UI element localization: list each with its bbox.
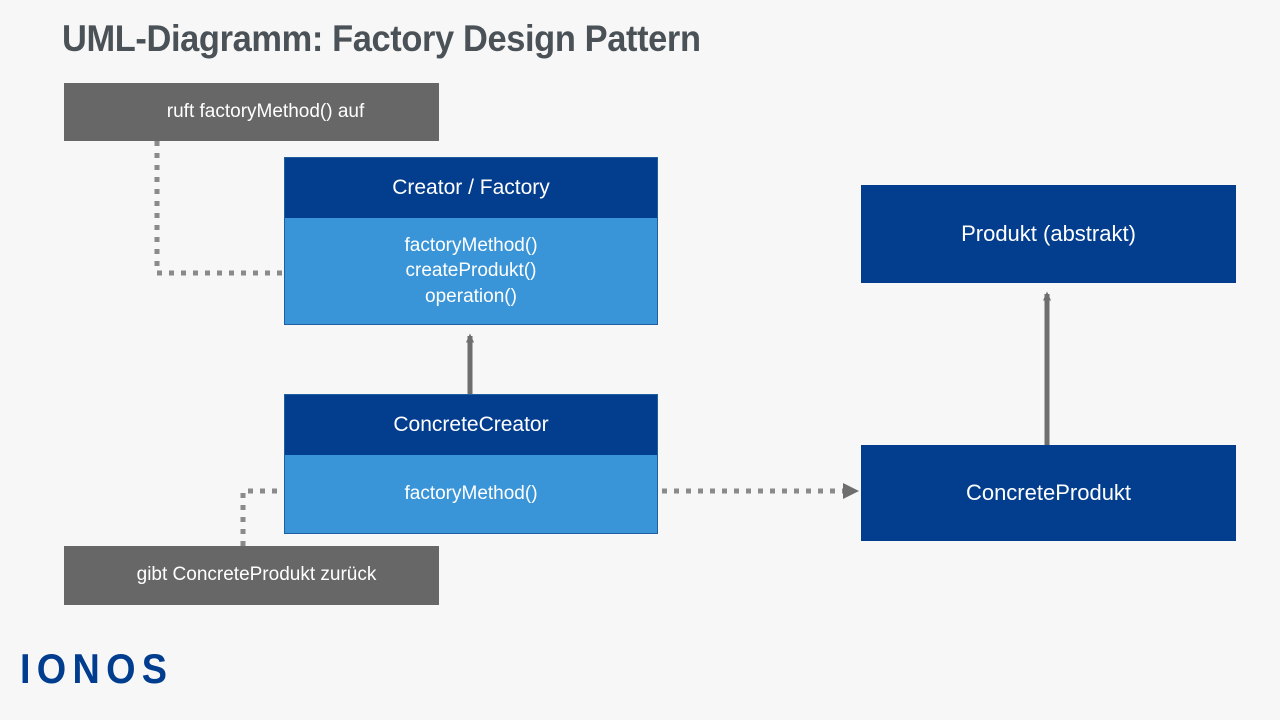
ionos-logo: IONOS (20, 645, 174, 692)
uml-class-produkt: Produkt (abstrakt) (861, 185, 1236, 283)
uml-class-concrete-produkt-title: ConcreteProdukt (965, 480, 1132, 505)
uml-class-concrete-creator: ConcreteCreator factoryMethod() (284, 394, 658, 534)
uml-class-concrete-creator-title: ConcreteCreator (285, 395, 657, 455)
note-box-calls: ruft factoryMethod() auf (64, 83, 439, 141)
connector-dependency-creates (662, 483, 859, 499)
uml-class-produkt-title: Produkt (abstrakt) (961, 221, 1136, 246)
uml-class-concrete-produkt: ConcreteProdukt (861, 445, 1236, 541)
uml-class-concrete-creator-methods: factoryMethod() (285, 455, 657, 533)
uml-class-creator-title: Creator / Factory (285, 158, 657, 218)
page-title: UML-Diagramm: Factory Design Pattern (62, 18, 701, 59)
method-item: factoryMethod() (404, 483, 538, 505)
note-returns-label: gibt ConcreteProdukt zurück (136, 564, 377, 586)
connector-note-calls (154, 141, 283, 276)
uml-class-creator-methods: factoryMethod() createProdukt() operatio… (285, 218, 657, 324)
method-item: createProdukt() (405, 260, 537, 282)
note-box-returns: gibt ConcreteProdukt zurück (64, 546, 439, 605)
connector-note-returns (240, 488, 283, 546)
method-item: operation() (425, 285, 517, 307)
note-calls-label: ruft factoryMethod() auf (166, 100, 365, 122)
uml-class-creator: Creator / Factory factoryMethod() create… (284, 157, 658, 325)
method-item: factoryMethod() (404, 234, 538, 256)
